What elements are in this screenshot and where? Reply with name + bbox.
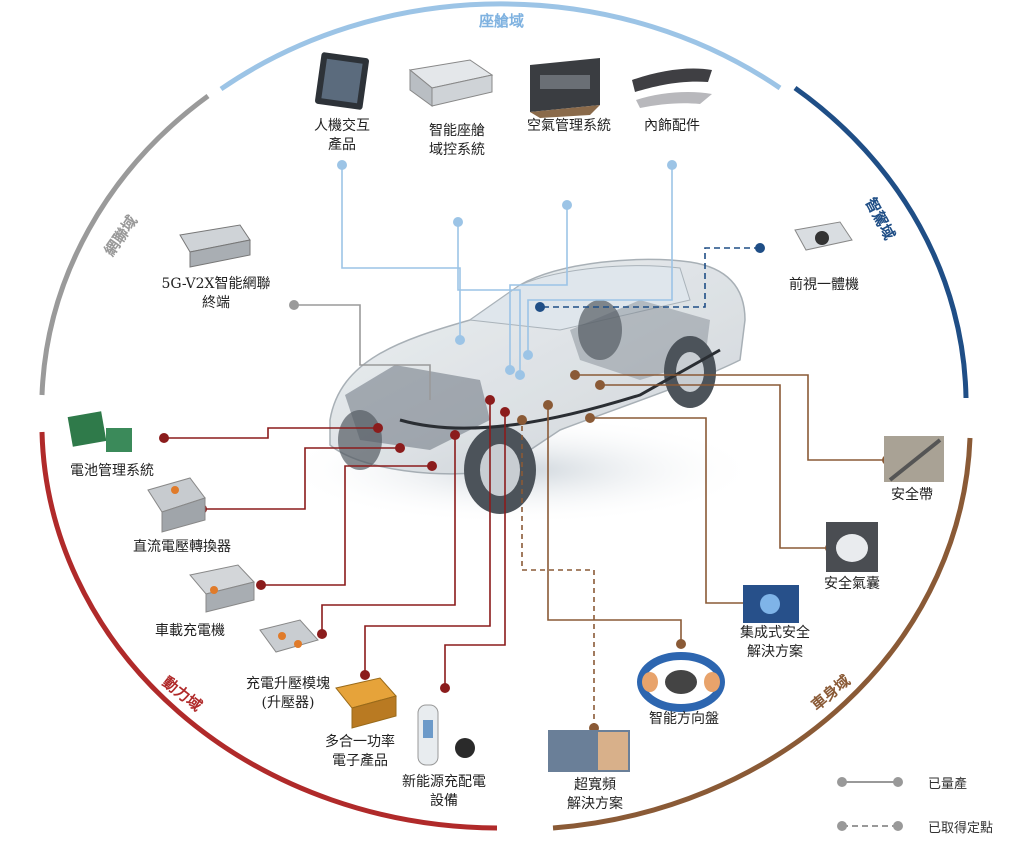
label-boost-line1: 充電升壓模塊 <box>246 676 330 692</box>
bms-image <box>67 411 132 452</box>
product-images <box>67 52 944 772</box>
label-cockpit-controller-line1: 智能座艙 <box>429 123 485 139</box>
label-charger-line1: 新能源充配電 <box>402 774 486 790</box>
label-hmi: 人機交互 產品 <box>300 117 384 155</box>
label-tbox-line1: 5G-V2X智能網聯 <box>161 276 271 292</box>
label-charger-line2: 設備 <box>430 793 458 809</box>
label-hmi-line2: 產品 <box>328 137 356 153</box>
legend-mass-production: 已量產 <box>928 777 968 792</box>
label-uwb-line2: 解決方案 <box>567 796 623 812</box>
label-tbox-line2: 終端 <box>202 295 230 311</box>
label-charger: 新能源充配電 設備 <box>392 773 496 811</box>
label-power-electronics-line2: 電子產品 <box>332 753 388 769</box>
dcdc-image <box>147 477 206 533</box>
ev-charger-image <box>417 704 475 766</box>
label-front-camera: 前視一體機 <box>789 277 859 293</box>
label-steering: 智能方向盤 <box>649 711 719 727</box>
label-uwb-line1: 超寬頻 <box>574 777 616 793</box>
domain-arcs <box>39 1 973 831</box>
label-dcdc: 直流電壓轉換器 <box>133 539 231 555</box>
legend-markers <box>837 777 903 831</box>
seatbelt-image <box>884 436 944 482</box>
arc-connectivity <box>39 93 210 396</box>
label-uwb: 超寬頻 解決方案 <box>555 776 635 814</box>
label-safety-solution-line1: 集成式安全 <box>740 625 810 641</box>
obc-image <box>189 564 255 613</box>
smart-steering-image <box>637 652 725 712</box>
arc-cockpit <box>219 1 782 92</box>
label-boost: 充電升壓模塊 (升壓器) <box>236 675 340 713</box>
arc-body <box>552 437 973 831</box>
connector-lines <box>164 165 887 728</box>
label-interior: 內飾配件 <box>644 118 700 134</box>
label-cockpit-controller: 智能座艙 域控系統 <box>412 122 502 160</box>
label-airbag: 安全氣囊 <box>824 576 880 592</box>
label-safety-solution-line2: 解決方案 <box>747 644 803 660</box>
label-air-management: 空氣管理系統 <box>527 118 611 134</box>
tbox-image <box>179 224 251 268</box>
label-obc: 車載充電機 <box>155 623 225 639</box>
label-safety-solution: 集成式安全 解決方案 <box>725 624 825 662</box>
airbag-image <box>826 522 878 572</box>
interior-trim-image <box>632 68 712 108</box>
legend-design-win: 已取得定點 <box>928 821 994 836</box>
uwb-image <box>548 730 630 772</box>
label-hmi-line1: 人機交互 <box>314 118 370 134</box>
cockpit-controller-image <box>408 59 494 107</box>
label-power-electronics-line1: 多合一功率 <box>325 734 395 750</box>
car-illustration <box>280 258 760 525</box>
label-power-electronics: 多合一功率 電子產品 <box>312 733 408 771</box>
power-electronics-image <box>335 677 397 729</box>
label-cockpit-controller-line2: 域控系統 <box>429 142 485 158</box>
air-management-image <box>530 58 600 118</box>
label-bms: 電池管理系統 <box>70 463 154 479</box>
domain-label-cockpit: 座艙域 <box>479 12 525 30</box>
label-boost-line2: (升壓器) <box>261 695 315 711</box>
boost-converter-image <box>259 619 319 653</box>
hmi-display-image <box>315 52 369 110</box>
front-camera-image <box>794 221 853 251</box>
arc-adas <box>793 85 969 399</box>
arc-powertrain <box>39 431 498 831</box>
label-seatbelt: 安全帶 <box>891 487 933 503</box>
safety-solution-image <box>743 585 799 623</box>
label-tbox: 5G-V2X智能網聯 終端 <box>150 275 282 313</box>
